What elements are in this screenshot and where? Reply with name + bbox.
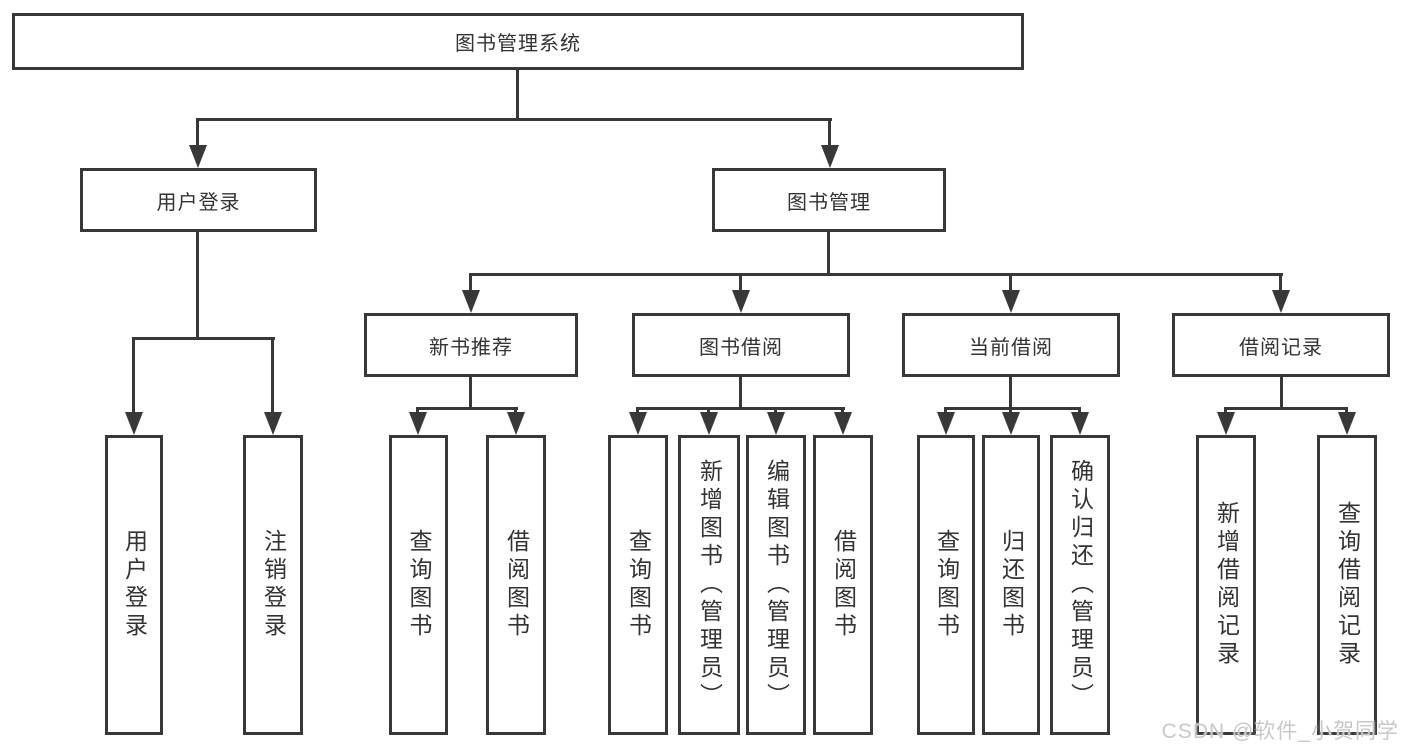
arrowhead-down-icon bbox=[834, 412, 852, 435]
node-label: 图书管理系统 bbox=[455, 33, 581, 55]
connector-line bbox=[1009, 377, 1012, 407]
leaf-borrow-books-2: 借阅图书 bbox=[813, 435, 873, 735]
connector-line bbox=[196, 118, 199, 147]
node-label: 借阅记录 bbox=[1239, 336, 1323, 359]
leaf-label: 查询图书 bbox=[406, 529, 432, 641]
connector-line bbox=[1280, 377, 1283, 407]
arrowhead-down-icon bbox=[1272, 290, 1290, 313]
connector-line bbox=[416, 407, 518, 410]
connector-line bbox=[196, 232, 199, 338]
leaf-logout: 注销登录 bbox=[243, 435, 303, 735]
arrowhead-down-icon bbox=[821, 145, 839, 168]
connector-line bbox=[828, 118, 831, 147]
leaf-query-books-1: 查询图书 bbox=[389, 435, 448, 735]
connector-line bbox=[416, 407, 419, 413]
connector-line bbox=[1009, 407, 1012, 413]
arrowhead-down-icon bbox=[732, 290, 750, 313]
leaf-label: 新增借阅记录 bbox=[1213, 501, 1240, 669]
arrowhead-down-icon bbox=[264, 412, 282, 435]
node-book-borrow: 图书借阅 bbox=[632, 313, 850, 377]
connector-line bbox=[774, 407, 777, 413]
leaf-user-login: 用户登录 bbox=[105, 435, 163, 735]
arrowhead-down-icon bbox=[1071, 412, 1089, 435]
leaf-add-borrow-record: 新增借阅记录 bbox=[1196, 435, 1256, 735]
leaf-label: 确认归还（管理员） bbox=[1067, 459, 1094, 711]
leaf-edit-books-admin: 编辑图书（管理员） bbox=[746, 435, 806, 735]
arrowhead-down-icon bbox=[937, 412, 955, 435]
connector-line bbox=[271, 337, 274, 413]
connector-line bbox=[132, 337, 275, 340]
arrowhead-down-icon bbox=[462, 290, 480, 313]
node-label: 图书管理 bbox=[787, 191, 871, 214]
node-label: 图书借阅 bbox=[699, 336, 783, 359]
connector-line bbox=[636, 407, 845, 410]
node-library-management-system: 图书管理系统 bbox=[12, 13, 1024, 70]
leaf-label: 查询借阅记录 bbox=[1334, 501, 1361, 669]
connector-line bbox=[516, 70, 519, 118]
connector-line bbox=[1224, 407, 1348, 410]
connector-line bbox=[1345, 407, 1348, 413]
connector-line bbox=[944, 407, 1081, 410]
leaf-label: 注销登录 bbox=[260, 529, 287, 641]
connector-line bbox=[469, 377, 472, 407]
arrowhead-down-icon bbox=[507, 412, 525, 435]
connector-line bbox=[1224, 407, 1227, 413]
arrowhead-down-icon bbox=[409, 412, 427, 435]
arrowhead-down-icon bbox=[1002, 290, 1020, 313]
node-label: 用户登录 bbox=[156, 191, 241, 214]
node-new-book-recommend: 新书推荐 bbox=[364, 313, 578, 377]
connector-line bbox=[132, 337, 135, 413]
leaf-label: 借阅图书 bbox=[830, 529, 857, 641]
node-current-borrow: 当前借阅 bbox=[902, 313, 1120, 377]
csdn-watermark: CSDN @软件_小贺同学 bbox=[1161, 720, 1399, 743]
connector-line bbox=[1279, 273, 1282, 291]
connector-line bbox=[469, 273, 472, 291]
connector-line bbox=[1078, 407, 1081, 413]
connector-line bbox=[707, 407, 710, 413]
connector-line bbox=[1009, 273, 1012, 291]
leaf-query-books-3: 查询图书 bbox=[917, 435, 975, 735]
leaf-borrow-books-1: 借阅图书 bbox=[486, 435, 546, 735]
arrowhead-down-icon bbox=[767, 412, 785, 435]
leaf-label: 查询图书 bbox=[933, 529, 960, 641]
arrowhead-down-icon bbox=[700, 412, 718, 435]
leaf-label: 借阅图书 bbox=[503, 529, 530, 641]
connector-line bbox=[514, 407, 517, 413]
connector-line bbox=[196, 118, 832, 121]
node-label: 新书推荐 bbox=[429, 336, 513, 359]
arrowhead-down-icon bbox=[125, 412, 143, 435]
leaf-label: 新增图书（管理员） bbox=[696, 459, 723, 711]
arrowhead-down-icon bbox=[1338, 412, 1356, 435]
node-label: 当前借阅 bbox=[969, 336, 1053, 359]
leaf-label: 查询图书 bbox=[625, 529, 652, 641]
connector-line bbox=[636, 407, 639, 413]
node-book-management: 图书管理 bbox=[712, 168, 946, 232]
node-user-login: 用户登录 bbox=[80, 168, 317, 232]
connector-line bbox=[739, 273, 742, 291]
connector-line bbox=[841, 407, 844, 413]
arrowhead-down-icon bbox=[1002, 412, 1020, 435]
arrowhead-down-icon bbox=[189, 145, 207, 168]
leaf-return-books: 归还图书 bbox=[982, 435, 1040, 735]
leaf-add-books-admin: 新增图书（管理员） bbox=[678, 435, 740, 735]
leaf-query-books-2: 查询图书 bbox=[608, 435, 668, 735]
leaf-label: 归还图书 bbox=[998, 529, 1025, 641]
leaf-confirm-return-admin: 确认归还（管理员） bbox=[1050, 435, 1110, 735]
leaf-query-borrow-record: 查询借阅记录 bbox=[1317, 435, 1377, 735]
connector-line bbox=[469, 273, 1283, 276]
connector-line bbox=[944, 407, 947, 413]
node-borrow-records: 借阅记录 bbox=[1172, 313, 1390, 377]
arrowhead-down-icon bbox=[629, 412, 647, 435]
leaf-label: 编辑图书（管理员） bbox=[763, 459, 790, 711]
connector-line bbox=[827, 232, 830, 273]
arrowhead-down-icon bbox=[1217, 412, 1235, 435]
leaf-label: 用户登录 bbox=[121, 529, 148, 641]
connector-line bbox=[739, 377, 742, 407]
